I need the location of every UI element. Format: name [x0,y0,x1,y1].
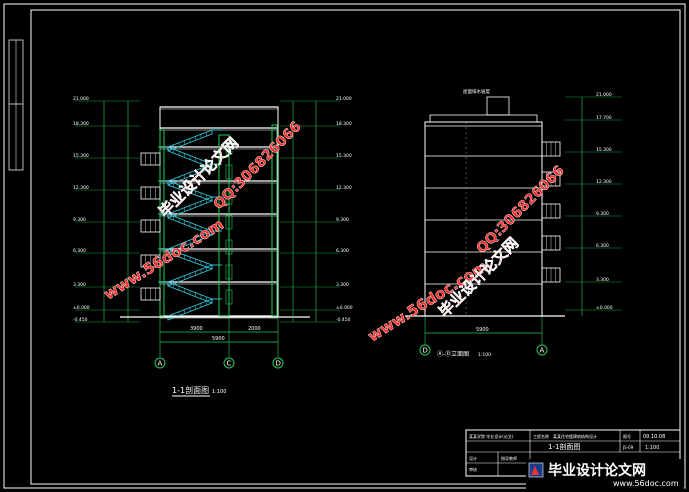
axis-bubble-c: C [227,360,232,368]
elevation-label: -0.450 [73,317,88,323]
column-c [218,134,230,317]
bottom-banner: 毕业设计论文网 www.56doc.com [526,459,684,489]
left-section-drawing: 21.000 18.300 15.300 12.300 9.300 6.300 3.300 ±… [73,96,353,397]
right-floor-lines [425,122,542,316]
left-windows [140,152,161,301]
tb-drawing-no-label: 图号 [623,433,631,439]
right-elevation-marks: 21.000 17.700 15.300 12.300 9.300 6.300 3.300 ±… [565,92,622,316]
roof-note: 屋面排水坡度 [463,88,490,95]
elevation-label: 21.000 [73,96,89,102]
elevation-label: -0.450 [336,317,351,323]
title-block: 某某学院 毕业设计(论文) 工程名称 某某住宅楼建筑结构设计 图号 09.10.… [465,429,681,477]
elevation-label: 3.300 [73,282,86,288]
left-caption-scale: 1:100 [212,389,226,395]
column-a [159,129,165,317]
tb-date: 09.10.08 [643,434,665,440]
banner-site: www.56doc.com [613,479,679,488]
watermark-qq-left: QQ:306826066 [211,119,305,213]
tb-advisor: 指导教师 [501,455,517,461]
elevation-label: 12.300 [73,185,89,191]
banner-logo-icon [528,462,544,478]
dim-right: 5900 [476,327,489,333]
watermark-qq-right: QQ:306826066 [474,163,568,257]
tb-checker: 审核 [469,466,477,472]
left-elevation-marks: 21.000 18.300 15.300 12.300 9.300 6.300 3.300 ±… [73,96,140,323]
tb-project-label: 工程名称 [533,433,549,439]
watermark-group-right: www.56doc.com QQ:306826066 毕业设计论文网 [364,163,568,346]
elevation-label: ±0.000 [336,305,353,311]
dim-left-total: 5900 [212,336,225,342]
elevation-label: 15.300 [596,147,612,153]
elevation-label: ±0.000 [596,305,613,311]
stair-flight [167,129,213,152]
right-caption-scale: 1:100 [478,352,491,358]
elevation-label: 3.300 [596,277,609,283]
elevation-label: 9.300 [336,217,349,223]
right-caption: Ⓐ-Ⓓ立面图 [437,350,469,358]
elevation-label: ±0.000 [73,305,90,311]
outer-frame [3,3,686,489]
dim-left-2: 2000 [248,326,261,332]
column-d [271,124,278,317]
elevation-label: 18.300 [73,121,89,127]
elevation-label: 9.300 [73,217,86,223]
right-balconies [541,141,561,283]
axis-bubble-right-a: A [540,347,545,355]
tb-drawing-no: JS-09 [622,445,634,450]
left-right-elevation-marks: 21.000 18.300 15.300 12.300 9.300 6.300 3.300 ±… [280,96,353,323]
axis-bubble-a: A [158,360,163,368]
elevation-label: 12.300 [336,185,352,191]
elevation-label: 21.000 [596,92,612,98]
elevation-label: 21.000 [336,96,352,102]
banner-brand: 毕业设计论文网 [548,462,646,479]
axis-bubble-d: D [276,360,281,368]
inner-frame [30,9,681,485]
elevation-label: 9.300 [596,211,609,217]
axis-bubble-right-d: D [423,347,428,355]
elevation-label: 18.300 [336,121,352,127]
elevation-label: 12.300 [596,179,612,185]
tb-designer: 设计 [469,455,477,461]
elevation-label: 6.300 [596,243,609,249]
tb-school: 某某学院 毕业设计(论文) [469,433,514,439]
left-caption: 1-1剖面图 [172,385,209,395]
stair-penthouse [486,96,510,116]
tb-project-name: 某某住宅楼建筑结构设计 [553,433,597,439]
tb-drawing-name: 1-1剖面图 [548,442,580,451]
tb-scale: 1:100 [645,445,659,451]
elevation-label: 3.300 [336,282,349,288]
roof-parapet [429,114,538,123]
dim-left-1: 3900 [190,326,203,332]
right-section-drawing: 屋面排水坡度 5900 D A 21.000 17.700 15.300 12.300… [405,88,622,358]
elevation-label: 15.300 [336,153,352,159]
elevation-label: 6.300 [73,248,86,254]
elevation-label: 15.300 [73,153,89,159]
elevation-label: 6.300 [336,248,349,254]
elevation-label: 17.700 [596,115,612,121]
